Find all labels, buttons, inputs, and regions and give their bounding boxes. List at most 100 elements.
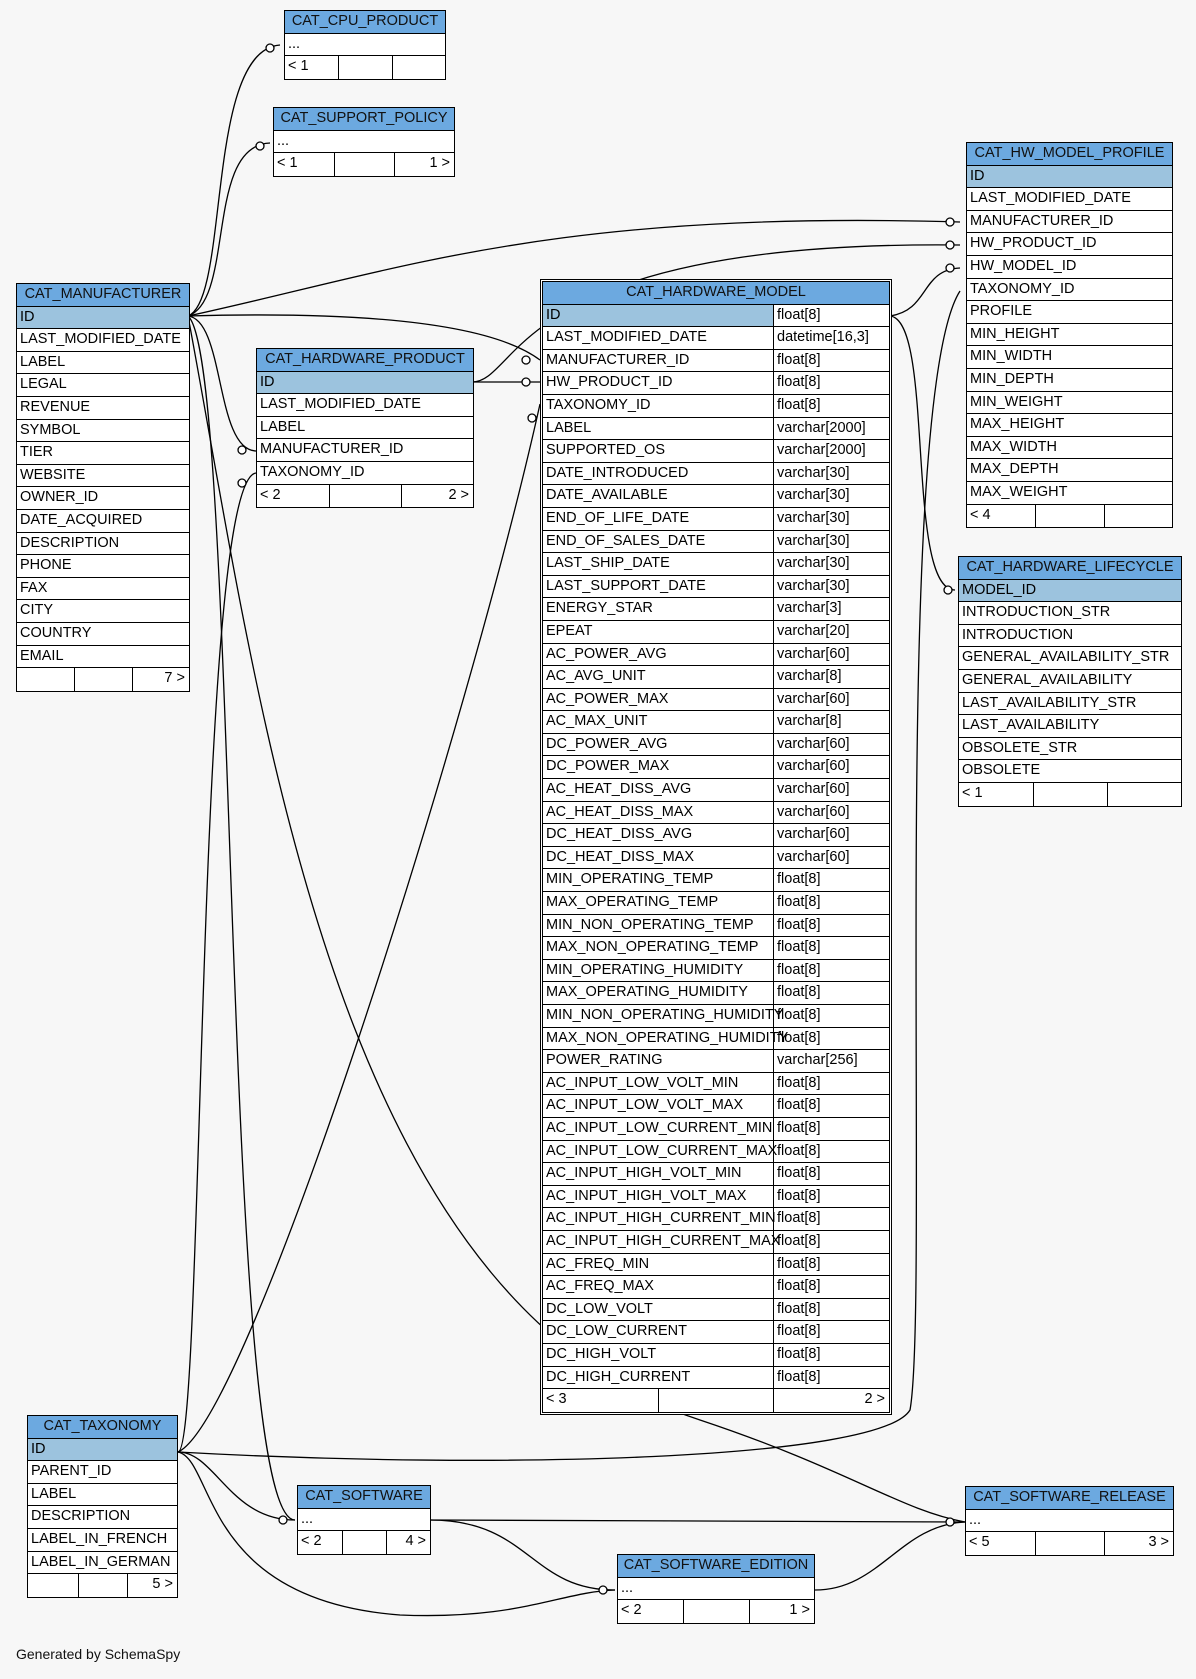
- column-name: DC_HEAT_DISS_MAX: [546, 848, 694, 865]
- column-row-last-modified-date: LAST_MODIFIED_DATE: [967, 188, 1172, 211]
- child-count[interactable]: 1 >: [394, 153, 454, 176]
- parent-count[interactable]: < 1: [288, 58, 309, 75]
- column-type: float[8]: [773, 1230, 889, 1253]
- column-name: EMAIL: [20, 647, 64, 664]
- connector-end: [945, 263, 955, 273]
- column-row-max-height: MAX_HEIGHT: [967, 414, 1172, 437]
- column-name: TAXONOMY_ID: [260, 463, 365, 480]
- table-footer: < 2 4 >: [298, 1531, 430, 1554]
- column-type: varchar[60]: [773, 756, 889, 779]
- column-name: TAXONOMY_ID: [970, 280, 1075, 297]
- parent-count[interactable]: < 1: [962, 784, 983, 801]
- connector-end: [527, 413, 537, 423]
- table-footer: < 1: [959, 782, 1181, 806]
- rel-taxonomy-hw-profile: [177, 290, 961, 1461]
- column-row-last-modified-date: LAST_MODIFIED_DATE: [257, 394, 473, 417]
- parent-count[interactable]: < 5: [969, 1534, 990, 1551]
- parent-count[interactable]: < 2: [301, 1533, 322, 1550]
- parent-count[interactable]: < 2: [260, 486, 281, 503]
- parent-count[interactable]: < 2: [621, 1602, 642, 1619]
- column-row-manufacturer-id: MANUFACTURER_ID: [257, 439, 473, 462]
- table-header: CAT_CPU_PRODUCT: [285, 11, 445, 34]
- column-row-label: LABEL: [257, 417, 473, 440]
- parent-count[interactable]: < 1: [277, 155, 298, 172]
- column-type: float[8]: [773, 1117, 889, 1140]
- column-name: HW_PRODUCT_ID: [546, 374, 673, 391]
- child-count[interactable]: 3 >: [1104, 1532, 1173, 1555]
- column-type: varchar[2000]: [773, 417, 889, 440]
- column-type: varchar[30]: [773, 485, 889, 507]
- column-row-label-in-german: LABEL_IN_GERMAN: [28, 1552, 177, 1575]
- parent-count[interactable]: < 3: [546, 1391, 567, 1408]
- child-count[interactable]: 2 >: [773, 1389, 889, 1412]
- column-row-last-availability: LAST_AVAILABILITY: [959, 715, 1181, 738]
- column-name: ...: [969, 1511, 982, 1528]
- column-row-min-width: MIN_WIDTH: [967, 346, 1172, 369]
- child-count: [1103, 504, 1172, 528]
- connector-end: [945, 240, 955, 250]
- rel-manufacturer-hwproduct: [187, 315, 257, 452]
- column-name: LAST_MODIFIED_DATE: [546, 329, 707, 346]
- table-header: CAT_HARDWARE_PRODUCT: [257, 349, 473, 372]
- column-name: MANUFACTURER_ID: [546, 351, 690, 368]
- column-type: float[8]: [773, 304, 889, 327]
- column-name: COUNTRY: [20, 624, 92, 641]
- column-name: DESCRIPTION: [31, 1508, 131, 1525]
- parent-count[interactable]: < 4: [970, 506, 991, 523]
- column-row-general-availability-str: GENERAL_AVAILABILITY_STR: [959, 647, 1181, 670]
- column-name: LAST_AVAILABILITY_STR: [962, 694, 1137, 711]
- column-row-owner-id: OWNER_ID: [17, 487, 189, 510]
- rel-taxonomy-software-edition: [177, 1451, 616, 1617]
- child-count[interactable]: 1 >: [748, 1600, 814, 1623]
- column-type: float[8]: [773, 372, 889, 394]
- rel-manufacturer-support-policy: [187, 142, 271, 317]
- child-count[interactable]: 5 >: [127, 1574, 177, 1597]
- table-header: CAT_HARDWARE_LIFECYCLE: [959, 557, 1181, 580]
- footer-spacer: [658, 1389, 773, 1412]
- column-name: AC_INPUT_HIGH_VOLT_MIN: [546, 1165, 742, 1182]
- table-footer: < 5 3 >: [966, 1532, 1173, 1555]
- connector-end: [265, 43, 275, 53]
- column-type: datetime[16,3]: [773, 327, 889, 349]
- column-name: LAST_AVAILABILITY: [962, 717, 1100, 734]
- table-cat-cpu-product[interactable]: CAT_CPU_PRODUCT...< 1: [284, 10, 446, 80]
- column-row-id: ID: [28, 1438, 177, 1462]
- column-name: ID: [20, 308, 35, 325]
- column-row-country: COUNTRY: [17, 623, 189, 646]
- child-count[interactable]: 4 >: [386, 1531, 430, 1554]
- footer-spacer: [338, 56, 391, 79]
- child-count[interactable]: 2 >: [401, 484, 473, 508]
- footer-spacer: [683, 1600, 748, 1623]
- column-row-introduction-str: INTRODUCTION_STR: [959, 602, 1181, 625]
- footer-spacer: [74, 668, 131, 691]
- column-row-label: LABEL: [28, 1484, 177, 1507]
- footer-spacer: [329, 484, 401, 508]
- column-row-last-modified-date: LAST_MODIFIED_DATE: [17, 329, 189, 352]
- column-name: SUPPORTED_OS: [546, 442, 665, 459]
- footer-spacer: [1035, 504, 1103, 528]
- parent-count: [17, 668, 74, 691]
- connector-end: [945, 1517, 955, 1527]
- child-count[interactable]: 7 >: [131, 668, 189, 691]
